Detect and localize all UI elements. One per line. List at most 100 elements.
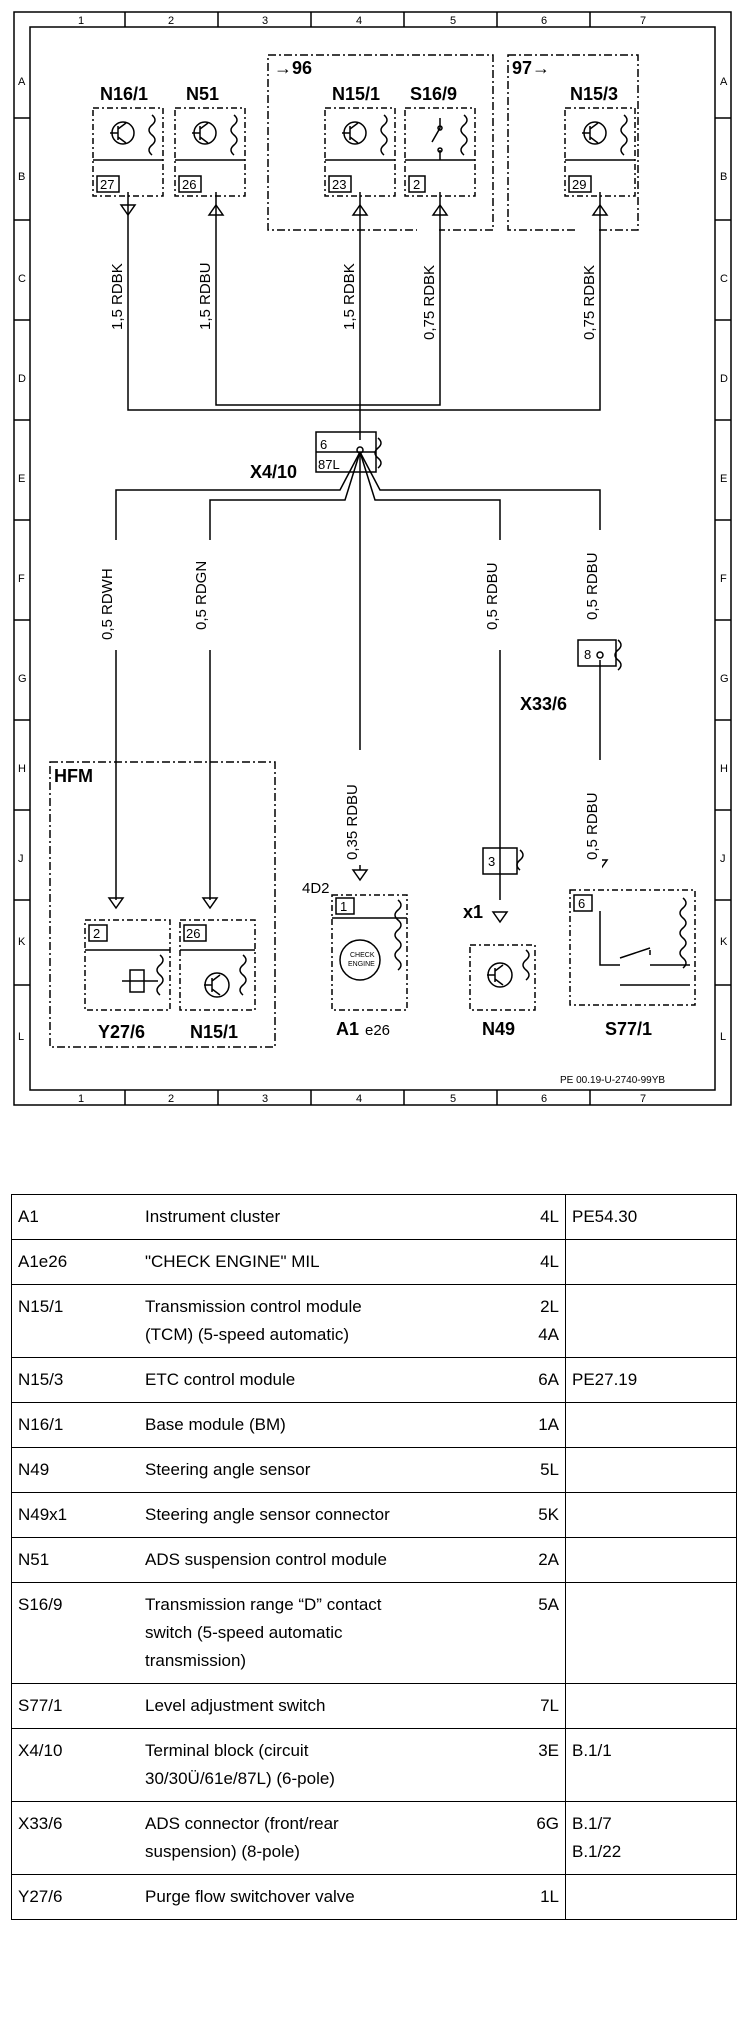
legend-code: N49 [11,1447,139,1493]
component-label: N51 [186,84,219,104]
legend-location-line: 4L [540,1207,559,1226]
row-letter: D [18,373,26,385]
hfm-label: HFM [54,766,93,786]
col-number: 3 [262,1093,268,1105]
legend-code: X33/6 [11,1801,139,1875]
wire-label: 1,5 RDBK [341,263,358,330]
legend-code: X4/10 [11,1728,139,1802]
legend-location-line: 5K [538,1505,559,1524]
legend-location: 7L [509,1683,566,1729]
legend-row: N15/3 ETC control module 6A PE27.19 [11,1357,737,1403]
legend-description: ADS suspension control module [139,1537,509,1583]
legend-description: Instrument cluster [139,1194,509,1240]
legend-location: 5L [509,1447,566,1493]
pin-number: 2 [413,177,420,192]
col-number: 6 [541,15,547,27]
legend-location-line: 6A [538,1370,559,1389]
col-number: 1 [78,1093,84,1105]
legend-reference [565,1284,737,1358]
col-number: 5 [450,15,456,27]
legend-description: Level adjustment switch [139,1683,509,1729]
a1-box [331,894,408,1011]
hfm-box [49,761,276,1048]
component-label: N16/1 [100,84,148,104]
component-label: N15/3 [570,84,618,104]
legend-description-line: Instrument cluster [145,1207,281,1226]
terminal-block [315,431,382,473]
row-letter: A [720,76,728,88]
row-letter: F [18,573,25,585]
legend-reference-line: PE27.19 [572,1370,638,1389]
legend-description-line: ETC control module [145,1370,296,1389]
row-letter: A [18,76,26,88]
check-engine-icon-text: CHECK [350,952,375,959]
row-letter: K [18,936,26,948]
row-letter: H [720,763,728,775]
legend-code: N51 [11,1537,139,1583]
pin-number: 26 [182,177,196,192]
group-97-box [507,54,639,231]
terminal-label: 87L [318,457,340,472]
wire-label: 0,5 RDWH [99,568,116,640]
col-number: 5 [450,1093,456,1105]
pin-number: 2 [93,926,100,941]
legend-location: 3E [509,1728,566,1802]
legend-location: 6G [509,1801,566,1875]
legend-location-line: 1A [538,1415,559,1434]
row-letter: B [720,171,727,183]
wire-label: 0,5 RDBU [484,562,501,630]
component-label: N15/1 [332,84,380,104]
pin-number: 1 [340,899,347,914]
legend-location: 4L [509,1239,566,1285]
legend-description-line: Level adjustment switch [145,1696,326,1715]
col-number: 4 [356,15,362,27]
connector-x33-6 [577,639,622,671]
legend-description-line: switch (5-speed automatic [145,1623,343,1642]
wire-label: 0,5 RDBU [584,552,601,620]
pin-number: 6 [578,896,585,911]
legend-description-line: (TCM) (5-speed automatic) [145,1325,350,1344]
legend-location-line: 7L [540,1696,559,1715]
component-label: S16/9 [410,84,457,104]
wire-label: 0,35 RDBU [344,784,361,860]
row-letter: B [18,171,25,183]
legend-reference: PE27.19 [565,1357,737,1403]
legend-reference-line: B.1/1 [572,1741,612,1760]
row-letter: J [18,853,24,865]
n15-1-bottom-box [179,919,256,1011]
pin-number: 26 [186,926,200,941]
legend-description: Steering angle sensor [139,1447,509,1493]
wire-label: 1,5 RDBU [197,262,214,330]
legend-location: 4L [509,1194,566,1240]
group-97-label: 97→ [512,58,550,78]
legend-code-text: X4/10 [18,1741,63,1760]
component-label: A1 [336,1019,359,1039]
legend-location: 1A [509,1402,566,1448]
legend-description-line: transmission) [145,1651,247,1670]
n51-box [174,107,246,197]
legend-location-line: 4L [540,1252,559,1271]
wire-label: 0,75 RDBK [581,265,598,340]
legend-location-line: 3E [538,1741,559,1760]
wire-label: 0,5 RDGN [193,561,210,630]
legend-location-line: 2L [540,1297,559,1316]
legend-code: A1 [11,1194,139,1240]
legend-reference-line: B.1/22 [572,1842,622,1861]
row-letter: C [18,273,26,285]
legend-description-line: "CHECK ENGINE" MIL [145,1252,320,1271]
group-96-box [267,54,494,231]
wire-label: 1,5 RDBK [109,263,126,330]
legend-description-line: ADS connector (front/rear [145,1814,339,1833]
legend-reference [565,1239,737,1285]
legend-code: N15/3 [11,1357,139,1403]
legend-description: ETC control module [139,1357,509,1403]
legend-code-text: N16/1 [18,1415,64,1434]
legend-reference [565,1582,737,1684]
